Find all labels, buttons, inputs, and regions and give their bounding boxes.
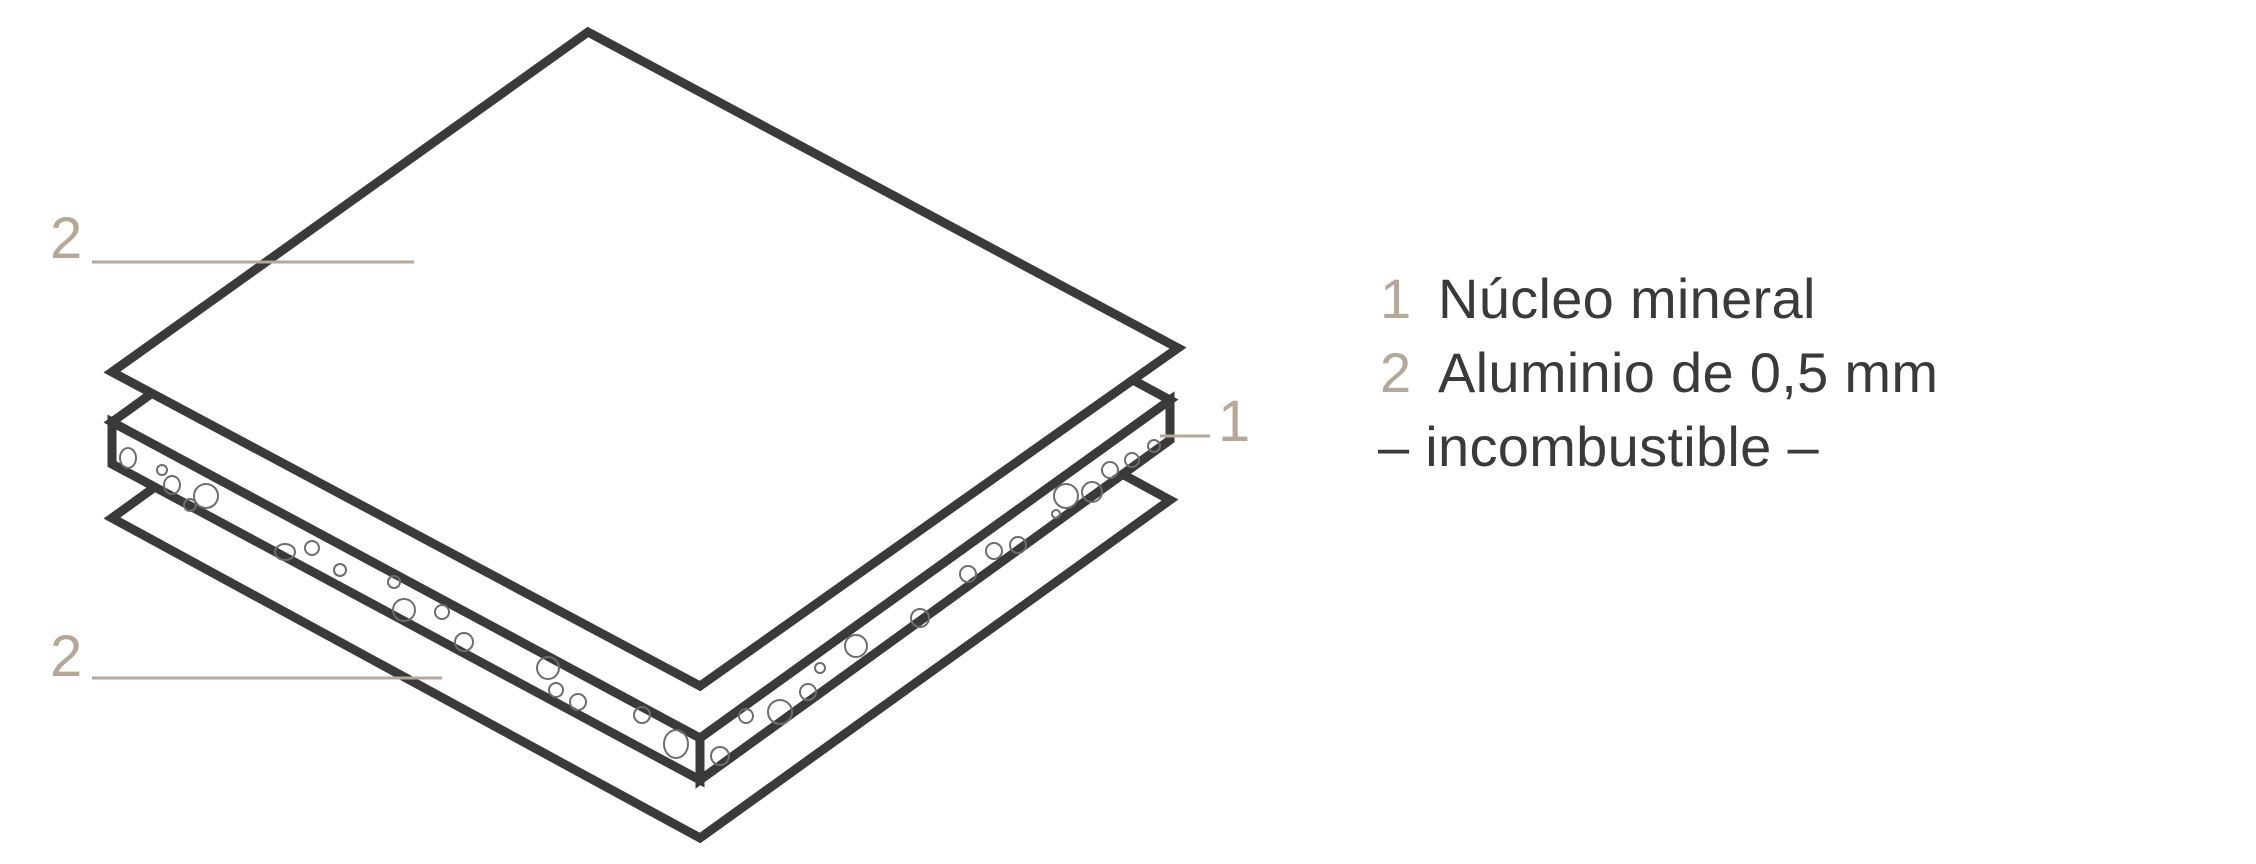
- legend-label: Aluminio de 0,5 mm: [1438, 341, 1939, 404]
- legend-number: 2: [1380, 341, 1412, 404]
- legend-note: – incombustible –: [1378, 415, 1819, 478]
- legend-number: 1: [1380, 267, 1412, 330]
- core-bubbles-right: [710, 439, 1161, 766]
- core-bubbles-left: [119, 447, 689, 759]
- callout-number-bottom-sheet: 2: [50, 624, 82, 689]
- top-aluminium-sheet: [103, 26, 1187, 692]
- legend-item-core: 1 Núcleo mineral: [1380, 262, 1938, 336]
- callout-number-top-sheet: 2: [50, 206, 82, 271]
- legend: 1 Núcleo mineral 2 Aluminio de 0,5 mm – in…: [1378, 262, 1938, 484]
- callout-number-core: 1: [1218, 389, 1250, 454]
- legend-label: Núcleo mineral: [1438, 267, 1816, 330]
- legend-item-aluminium: 2 Aluminio de 0,5 mm: [1380, 336, 1938, 410]
